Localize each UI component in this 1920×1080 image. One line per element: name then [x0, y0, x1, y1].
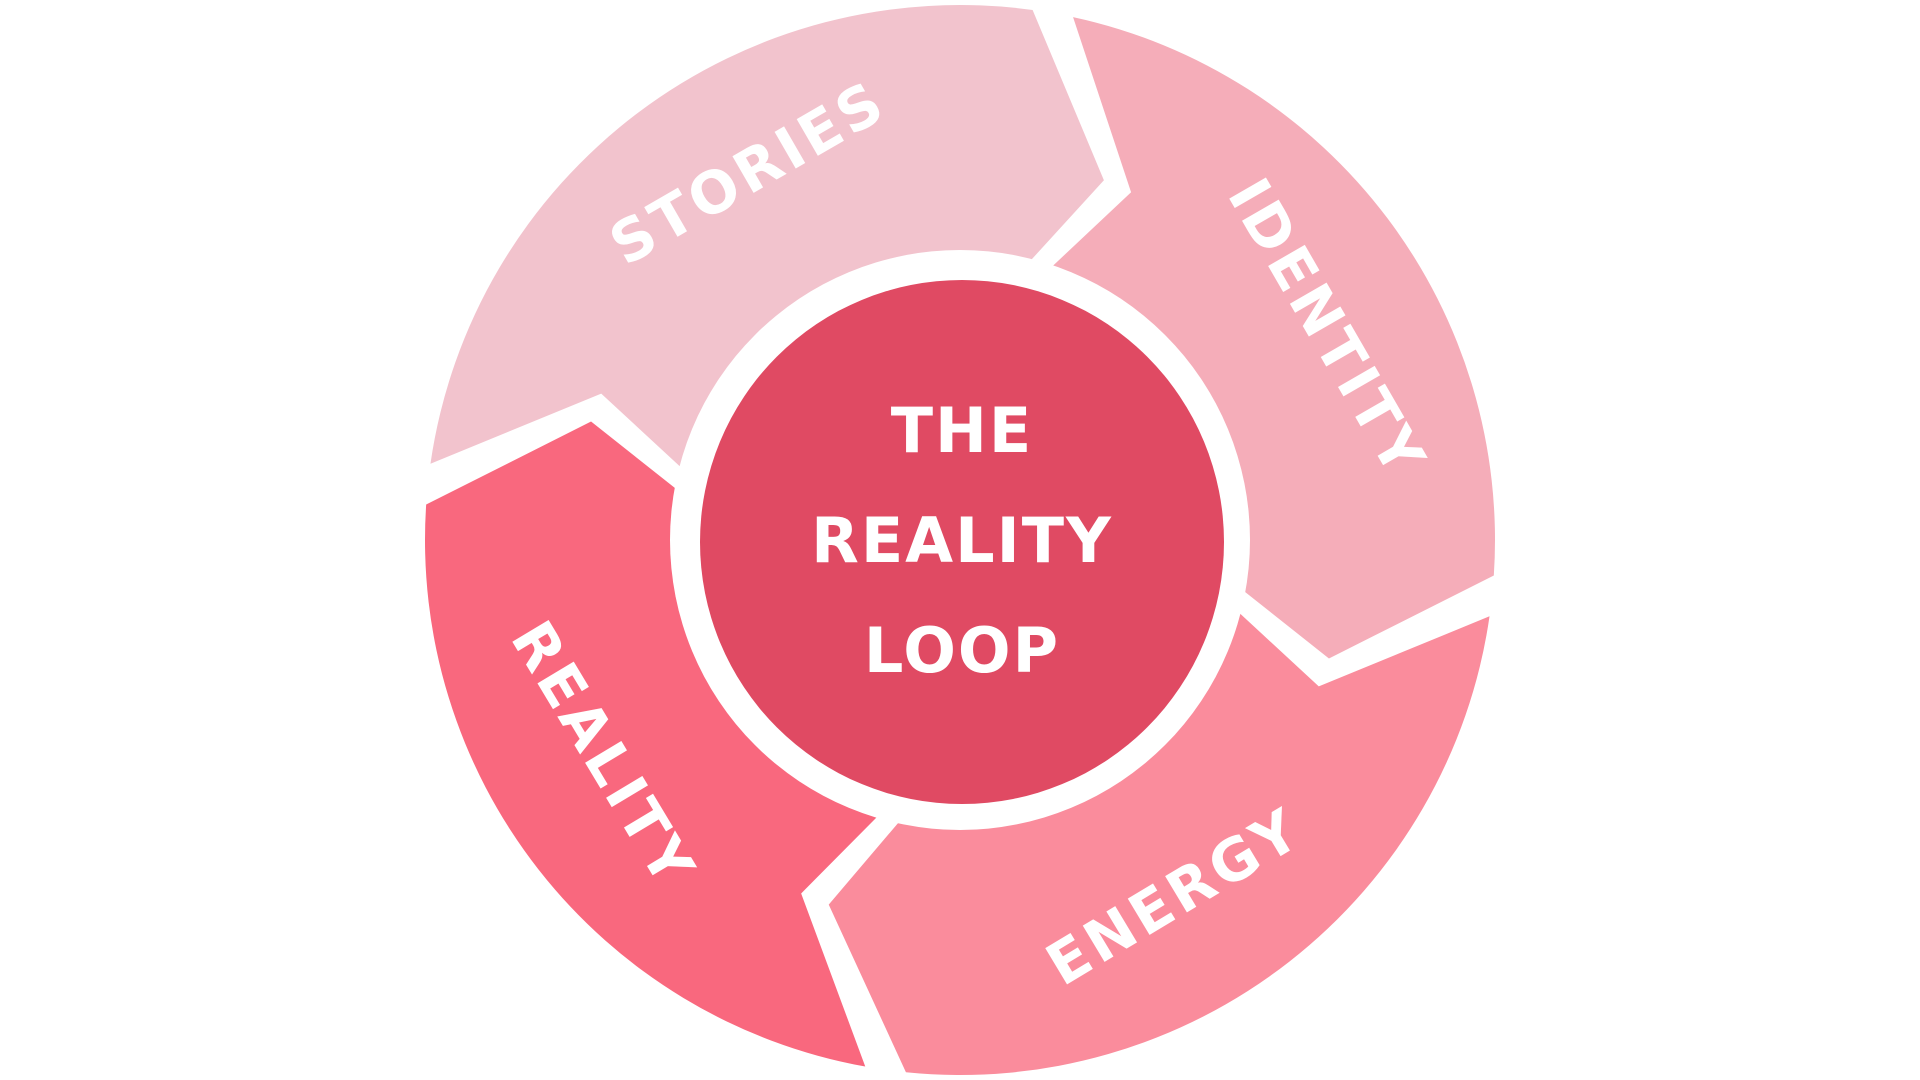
center-title-line-2: REALITY [811, 504, 1113, 577]
center-title-line-1: THE [891, 394, 1034, 467]
center-title-line-3: LOOP [864, 614, 1060, 687]
segment-reality [425, 421, 918, 1067]
segment-stories [430, 5, 1104, 506]
segment-energy [828, 574, 1490, 1075]
center-circle [700, 280, 1224, 804]
segments-layer [425, 5, 1495, 1075]
segment-identity [1010, 17, 1495, 659]
center-title: THE REALITY LOOP [811, 394, 1113, 687]
